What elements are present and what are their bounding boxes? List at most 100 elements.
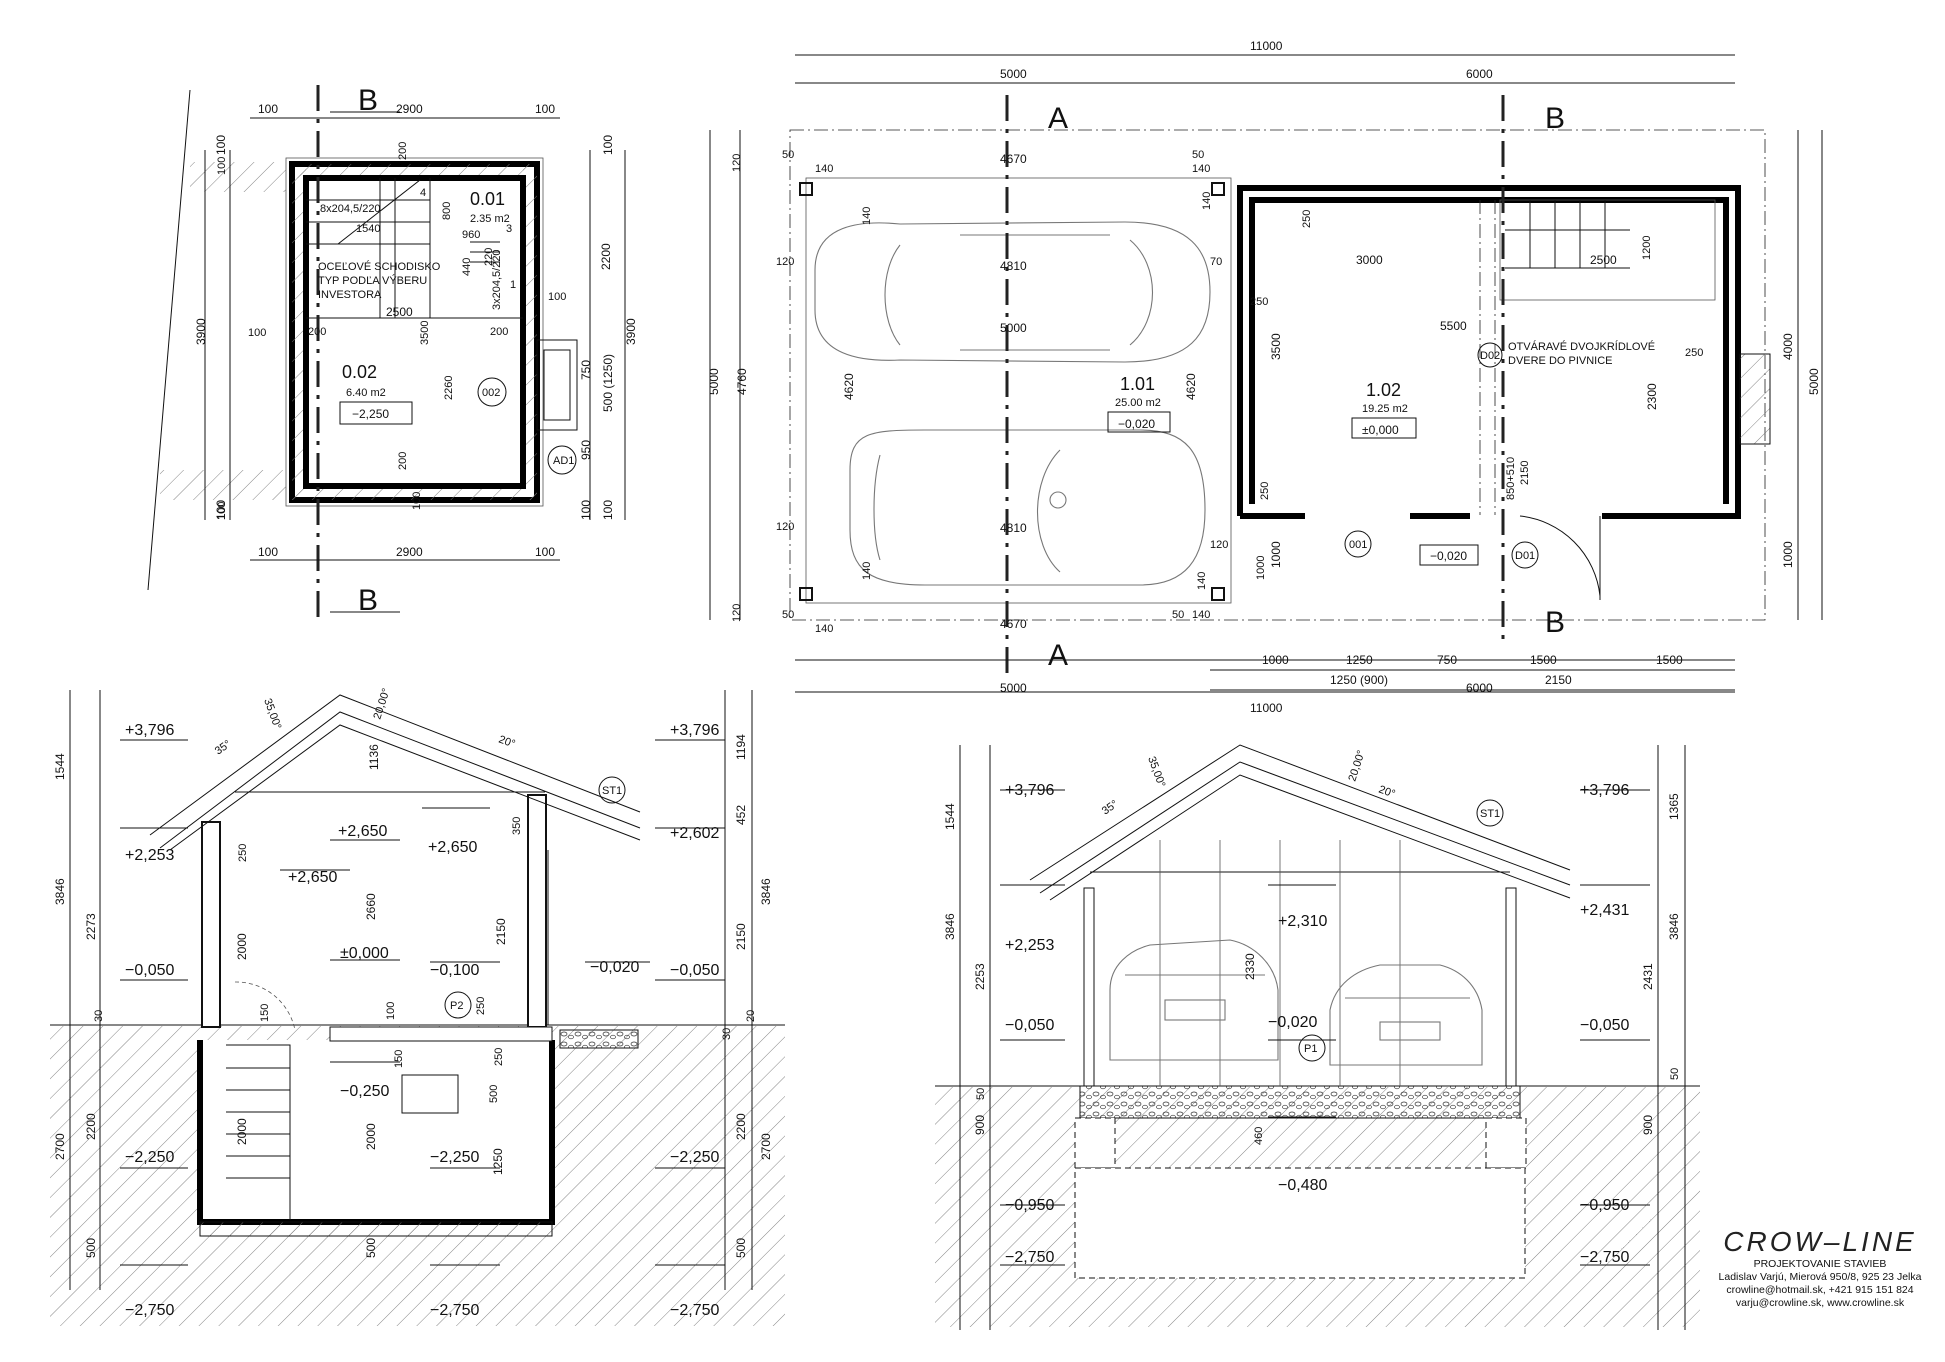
- drawing-label: −2,750: [1005, 1249, 1054, 1266]
- company-line-4: varju@crowline.sk, www.crowline.sk: [1735, 1297, 1905, 1309]
- drawing-label: +2,253: [125, 847, 174, 864]
- drawing-label: 1000: [1269, 541, 1283, 568]
- drawing-label: 140: [815, 623, 833, 635]
- drawing-label: 35°: [213, 738, 234, 757]
- drawing-label: 100: [385, 1002, 397, 1020]
- drawing-label: 500: [84, 1238, 98, 1258]
- drawing-label: 6.40 m2: [346, 387, 386, 399]
- drawing-label: −2,750: [430, 1302, 479, 1319]
- drawing-label: 950: [579, 440, 593, 460]
- drawing-label: +3,796: [125, 722, 174, 739]
- drawing-label: −0,950: [1580, 1197, 1629, 1214]
- drawing-label: 0.01: [470, 189, 505, 209]
- drawing-label: 2273: [84, 913, 98, 940]
- drawing-label: 2700: [759, 1133, 773, 1160]
- garage-plan-labels: 11000 5000 6000 4670 50 140 50 140 120 1…: [707, 39, 1821, 715]
- drawing-label: 900: [973, 1115, 987, 1135]
- drawing-label: A: [1048, 639, 1068, 672]
- drawing-label: 35,00°: [261, 697, 283, 731]
- drawing-label: OTVÁRAVÉ DVOJKRÍDLOVÉ: [1508, 340, 1655, 353]
- drawing-label: 120: [1210, 539, 1228, 551]
- drawing-label: 5000: [1000, 681, 1027, 695]
- drawing-label: 100: [258, 545, 278, 559]
- drawing-label: 100: [216, 157, 228, 175]
- drawing-label: 1500: [1530, 653, 1557, 667]
- drawing-label: 25.00 m2: [1115, 397, 1161, 409]
- company-line-1: PROJEKTOVANIE STAVIEB: [1753, 1258, 1887, 1270]
- drawing-label: 2200: [599, 243, 613, 270]
- drawing-label: 4: [420, 187, 426, 199]
- drawing-label: 11000: [1250, 701, 1283, 715]
- drawing-label: +2,431: [1580, 902, 1629, 919]
- drawing-label: 2660: [364, 893, 378, 920]
- drawing-label: 1194: [734, 734, 748, 760]
- drawing-label: −2,250: [670, 1149, 719, 1166]
- drawing-label: +2,650: [428, 839, 477, 856]
- drawing-label: −0,020: [1430, 549, 1467, 563]
- drawing-label: −2,250: [352, 407, 389, 421]
- drawing-label: ±0,000: [1362, 423, 1399, 437]
- drawing-label: 1.01: [1120, 374, 1155, 394]
- drawing-label: 1250 (900): [1330, 673, 1388, 687]
- drawing-label: 20°: [1377, 784, 1397, 801]
- drawing-label: 200: [397, 142, 409, 160]
- drawing-label: 001: [1349, 539, 1367, 551]
- drawing-label: −0,020: [1268, 1014, 1317, 1031]
- car-front-right: [1329, 964, 1483, 1066]
- drawing-label: 2700: [53, 1133, 67, 1160]
- drawing-label: −0,250: [340, 1083, 389, 1100]
- drawing-label: D01: [1515, 550, 1535, 562]
- drawing-label: 2431: [1641, 963, 1655, 990]
- drawing-label: 3846: [53, 878, 67, 905]
- drawing-label: INVESTORA: [318, 289, 382, 301]
- drawing-label: P2: [450, 1000, 463, 1012]
- drawing-label: 2150: [1545, 673, 1572, 687]
- drawing-label: 100: [214, 135, 228, 155]
- drawing-label: DVERE DO PIVNICE: [1508, 355, 1613, 367]
- drawing-label: 1200: [1641, 236, 1653, 260]
- drawing-label: 2330: [1243, 953, 1257, 980]
- drawing-label: 2150: [734, 923, 748, 950]
- drawing-label: 120: [731, 154, 743, 172]
- drawing-label: 3846: [759, 878, 773, 905]
- drawing-label: ±0,000: [340, 945, 389, 962]
- drawing-label: 2150: [1519, 461, 1531, 485]
- drawing-label: 900: [1641, 1115, 1655, 1135]
- section-b-labels: +3,796 +3,796 +2,253 +2,602 +2,650 +2,65…: [53, 687, 773, 1319]
- drawing-label: 70: [1210, 256, 1222, 268]
- drawing-label: AD1: [553, 455, 574, 467]
- drawing-label: OCEĽOVÉ SCHODISKO: [318, 260, 441, 273]
- drawing-label: 460: [1253, 1127, 1265, 1145]
- car-front-left: [1109, 939, 1279, 1061]
- drawing-label: 140: [1192, 609, 1210, 621]
- drawing-label: 3900: [194, 318, 208, 345]
- drawing-label: +2,650: [338, 823, 387, 840]
- drawing-label: 120: [731, 604, 743, 622]
- drawing-label: 140: [1192, 163, 1210, 175]
- drawing-label: −0,050: [670, 962, 719, 979]
- drawing-label: 960: [462, 229, 480, 241]
- drawing-label: 3500: [419, 321, 431, 345]
- drawing-label: 50: [975, 1088, 987, 1100]
- drawing-label: −2,250: [430, 1149, 479, 1166]
- cellar-floor-plan: B B: [147, 84, 626, 620]
- drawing-label: 2900: [396, 545, 423, 559]
- drawing-label: 1544: [53, 753, 67, 780]
- drawing-label: −0,050: [1005, 1017, 1054, 1034]
- drawing-label: 2900: [396, 102, 423, 116]
- drawing-label: 2000: [364, 1123, 378, 1150]
- company-logo: CROW–LINE: [1723, 1226, 1917, 1257]
- drawing-label: 1136: [367, 744, 381, 770]
- drawing-label: 50: [1669, 1068, 1681, 1080]
- section-b-label-bottom: B: [358, 584, 378, 617]
- drawing-label: 250: [1259, 482, 1271, 500]
- drawing-label: 4810: [1000, 259, 1027, 273]
- drawing-label: −0,050: [125, 962, 174, 979]
- drawing-label: 100: [535, 102, 555, 116]
- drawing-label: 20,00°: [371, 687, 392, 721]
- drawing-label: 4670: [1000, 152, 1027, 166]
- drawing-label: 100: [601, 135, 615, 155]
- drawing-label: 140: [861, 207, 873, 225]
- drawing-label: 50: [1192, 149, 1204, 161]
